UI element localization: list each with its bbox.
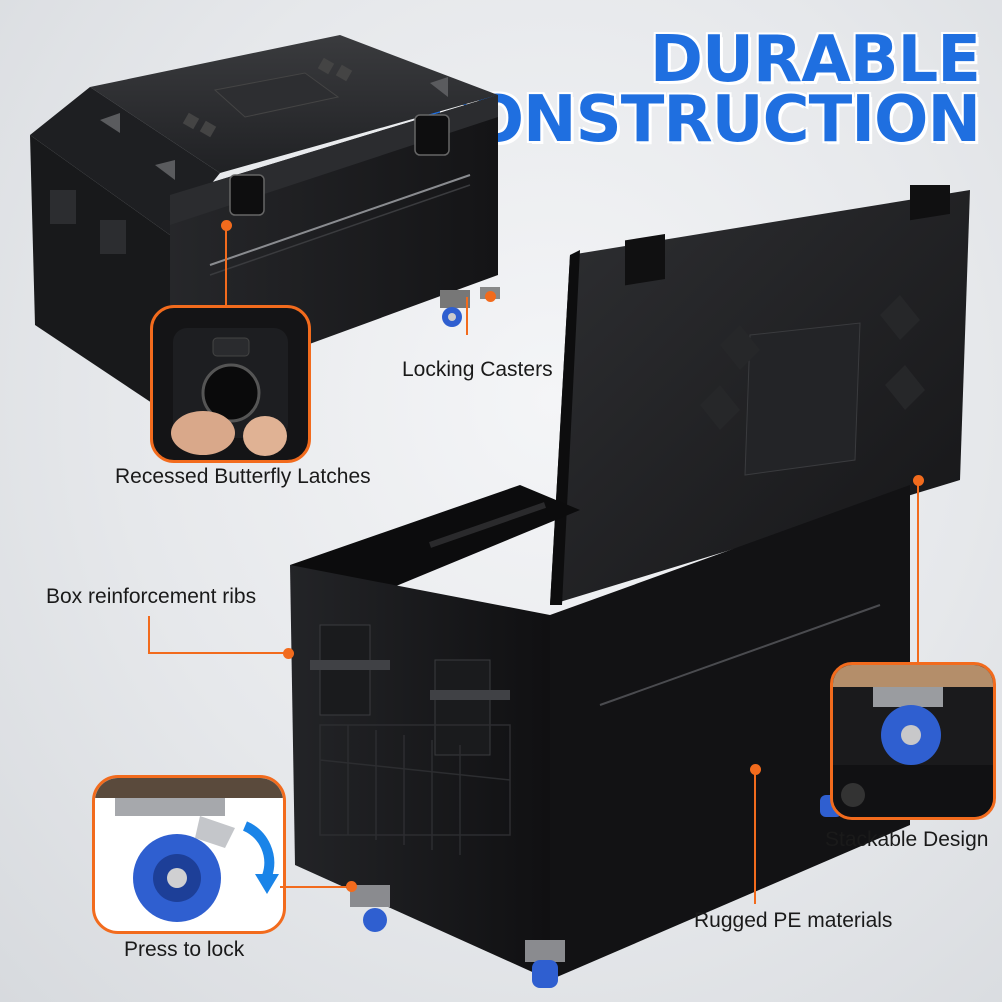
headline: DURABLE CONSTRUCTION bbox=[423, 23, 981, 157]
open-case-illustration bbox=[290, 185, 970, 988]
ribs-dot bbox=[283, 648, 294, 659]
stackable-leader bbox=[917, 485, 919, 663]
headline-line-2: CONSTRUCTION bbox=[423, 83, 981, 157]
stackable-design-label: Stackable Design bbox=[825, 828, 989, 851]
press-to-lock-label: Press to lock bbox=[124, 938, 245, 961]
press-to-lock-dot bbox=[346, 881, 357, 892]
pe-materials-leader bbox=[754, 774, 756, 904]
latch-dot bbox=[221, 220, 232, 231]
latch-inset bbox=[150, 305, 311, 463]
press-to-lock-leader bbox=[280, 886, 346, 888]
reinforcement-ribs-label: Box reinforcement ribs bbox=[46, 585, 257, 608]
pe-materials-label: Rugged PE materials bbox=[694, 909, 893, 932]
latch-leader bbox=[225, 230, 227, 306]
press-to-lock-inset bbox=[92, 775, 286, 934]
stacked-caster-closeup bbox=[833, 665, 993, 817]
locking-casters-label: Locking Casters bbox=[402, 358, 553, 381]
headline-line-1: DURABLE bbox=[649, 23, 981, 97]
locking-casters-dot bbox=[485, 291, 496, 302]
ribs-leader-horizontal bbox=[148, 652, 286, 654]
locking-casters-leader bbox=[466, 297, 468, 335]
pe-materials-dot bbox=[750, 764, 761, 775]
butterfly-latches-label: Recessed Butterfly Latches bbox=[115, 465, 371, 488]
caster-lock-closeup bbox=[95, 778, 283, 922]
ribs-leader-vertical bbox=[148, 616, 150, 653]
stackable-inset bbox=[830, 662, 996, 820]
stackable-dot bbox=[913, 475, 924, 486]
butterfly-latch-closeup bbox=[171, 328, 288, 456]
